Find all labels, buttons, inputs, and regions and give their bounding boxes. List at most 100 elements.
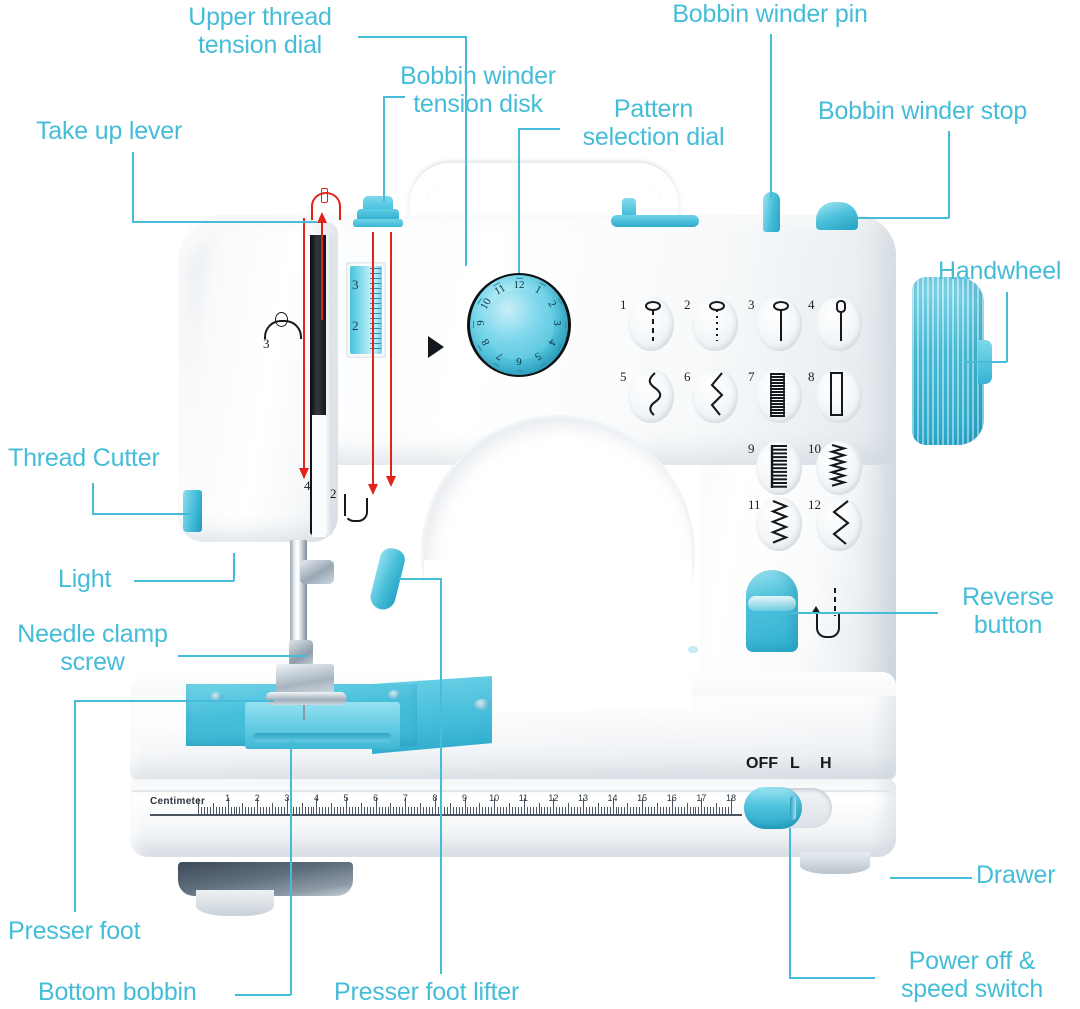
ruler-tick (710, 807, 712, 814)
reverse-stitch-icon (816, 614, 840, 638)
thread-path-arrow-4 (386, 476, 396, 487)
ruler-tick (375, 798, 377, 814)
ruler-tick (423, 807, 425, 814)
ruler-tick (633, 807, 635, 814)
ruler-number-13: 13 (577, 793, 588, 803)
ruler-tick (437, 807, 439, 814)
ruler-number-6: 6 (373, 793, 379, 803)
stitch-glyph-zigzag-fine (828, 443, 848, 494)
ruler-tick (523, 798, 525, 814)
ruler-number-7: 7 (402, 793, 408, 803)
leader-bobbin-winder-tension-disk-h (383, 96, 405, 98)
stitch-pad (692, 297, 738, 351)
ruler-tick (203, 807, 205, 814)
thread-path-arrow-3 (368, 484, 378, 495)
ruler-tick (292, 807, 294, 814)
pattern-dial-tick-3 (565, 321, 567, 328)
reverse-stitch-arrow-icon (811, 606, 821, 614)
ruler-tick (266, 807, 268, 814)
ruler-tick (659, 807, 661, 814)
ruler-tick (405, 798, 407, 814)
ruler-tick (671, 798, 673, 814)
thread-path-arrow-1 (299, 468, 309, 479)
speed-label-low: L (790, 755, 800, 772)
ruler-tick (322, 807, 324, 814)
thread-channel-edge (326, 235, 332, 535)
ruler-tick (494, 798, 496, 814)
bobbin-winder-stop[interactable] (816, 202, 858, 230)
ruler-tick (274, 807, 276, 814)
ruler-tick (728, 807, 730, 814)
ruler-tick (618, 807, 620, 814)
leader-take-up-lever-v (132, 152, 134, 222)
ruler-number-2: 2 (254, 793, 260, 803)
ruler-tick (393, 807, 395, 814)
ruler-tick (547, 807, 549, 814)
ruler-tick (612, 798, 614, 814)
thread-path-line-1 (303, 218, 305, 478)
pattern-dial-tick-9 (473, 321, 475, 328)
ruler-tick (331, 803, 333, 814)
spool-pin-top[interactable] (622, 198, 636, 218)
ruler-tick (479, 803, 481, 814)
pattern-dial-number-12: 12 (513, 279, 525, 291)
ruler-tick (328, 807, 330, 814)
pattern-dial-number-6: 6 (516, 355, 522, 367)
leader-upper-thread-tension-dial-v (465, 36, 467, 266)
needle-clamp-screw[interactable] (300, 560, 334, 584)
reverse-stitch-icon-stem (834, 588, 836, 616)
ruler-tick (639, 807, 641, 814)
ruler-tick (594, 807, 596, 814)
ruler-tick (221, 807, 223, 814)
ruler-tick (571, 807, 573, 814)
stitch-pad (816, 297, 862, 351)
ruler-tick (668, 807, 670, 814)
leader-presser-foot-v (74, 700, 76, 912)
ruler-tick (431, 807, 433, 814)
ruler-tick (541, 807, 543, 814)
ruler-number-14: 14 (607, 793, 618, 803)
stitch-glyph-wave-narrow (640, 371, 666, 422)
ruler-number-4: 4 (313, 793, 319, 803)
ruler-tick (642, 798, 644, 814)
stitch-glyph-zigzag-tall (768, 499, 790, 550)
leader-pattern-selection-dial-v (518, 128, 520, 208)
ruler-number-5: 5 (343, 793, 349, 803)
leader-take-up-lever-h (132, 221, 317, 223)
ruler-tick (591, 807, 593, 814)
ruler-tick (538, 803, 540, 814)
callout-bobbin-winder-pin: Bobbin winder pin (672, 0, 868, 28)
callout-handwheel: Handwheel (938, 257, 1062, 285)
stitch-glyph-buttonhole-dashed (640, 299, 666, 348)
ruler-tick (582, 798, 584, 814)
ruler-tick (707, 807, 709, 814)
bobbin-winder-pin[interactable] (763, 192, 780, 232)
stitch-number-3: 3 (748, 297, 755, 312)
drawer-seam (132, 790, 892, 792)
ruler-tick (357, 807, 359, 814)
pattern-dial-tick-6 (516, 369, 524, 372)
ruler-tick (695, 807, 697, 814)
ruler-tick (455, 807, 457, 814)
ruler-tick (520, 807, 522, 814)
threading-guide-hook-icon (344, 498, 368, 522)
ruler-tick (369, 807, 371, 814)
ruler-tick (597, 803, 599, 814)
ruler-tick (363, 807, 365, 814)
reverse-button[interactable] (746, 570, 798, 652)
leader-handwheel-v (1006, 292, 1008, 362)
ruler-number-8: 8 (432, 793, 438, 803)
ruler-tick (280, 807, 282, 814)
presser-foot-holder-screw[interactable] (289, 640, 313, 666)
ruler-tick (334, 807, 336, 814)
ruler-baseline (150, 814, 742, 816)
ruler-tick (654, 807, 655, 814)
bobbin-winder-tension-disk-base (353, 219, 403, 227)
ruler-tick (683, 807, 685, 814)
ruler-tick (443, 807, 445, 814)
threading-guide-marker-4: 4 (304, 478, 311, 493)
ruler-tick (269, 807, 271, 814)
thread-cutter[interactable] (183, 490, 202, 532)
ruler-tick (615, 807, 617, 814)
